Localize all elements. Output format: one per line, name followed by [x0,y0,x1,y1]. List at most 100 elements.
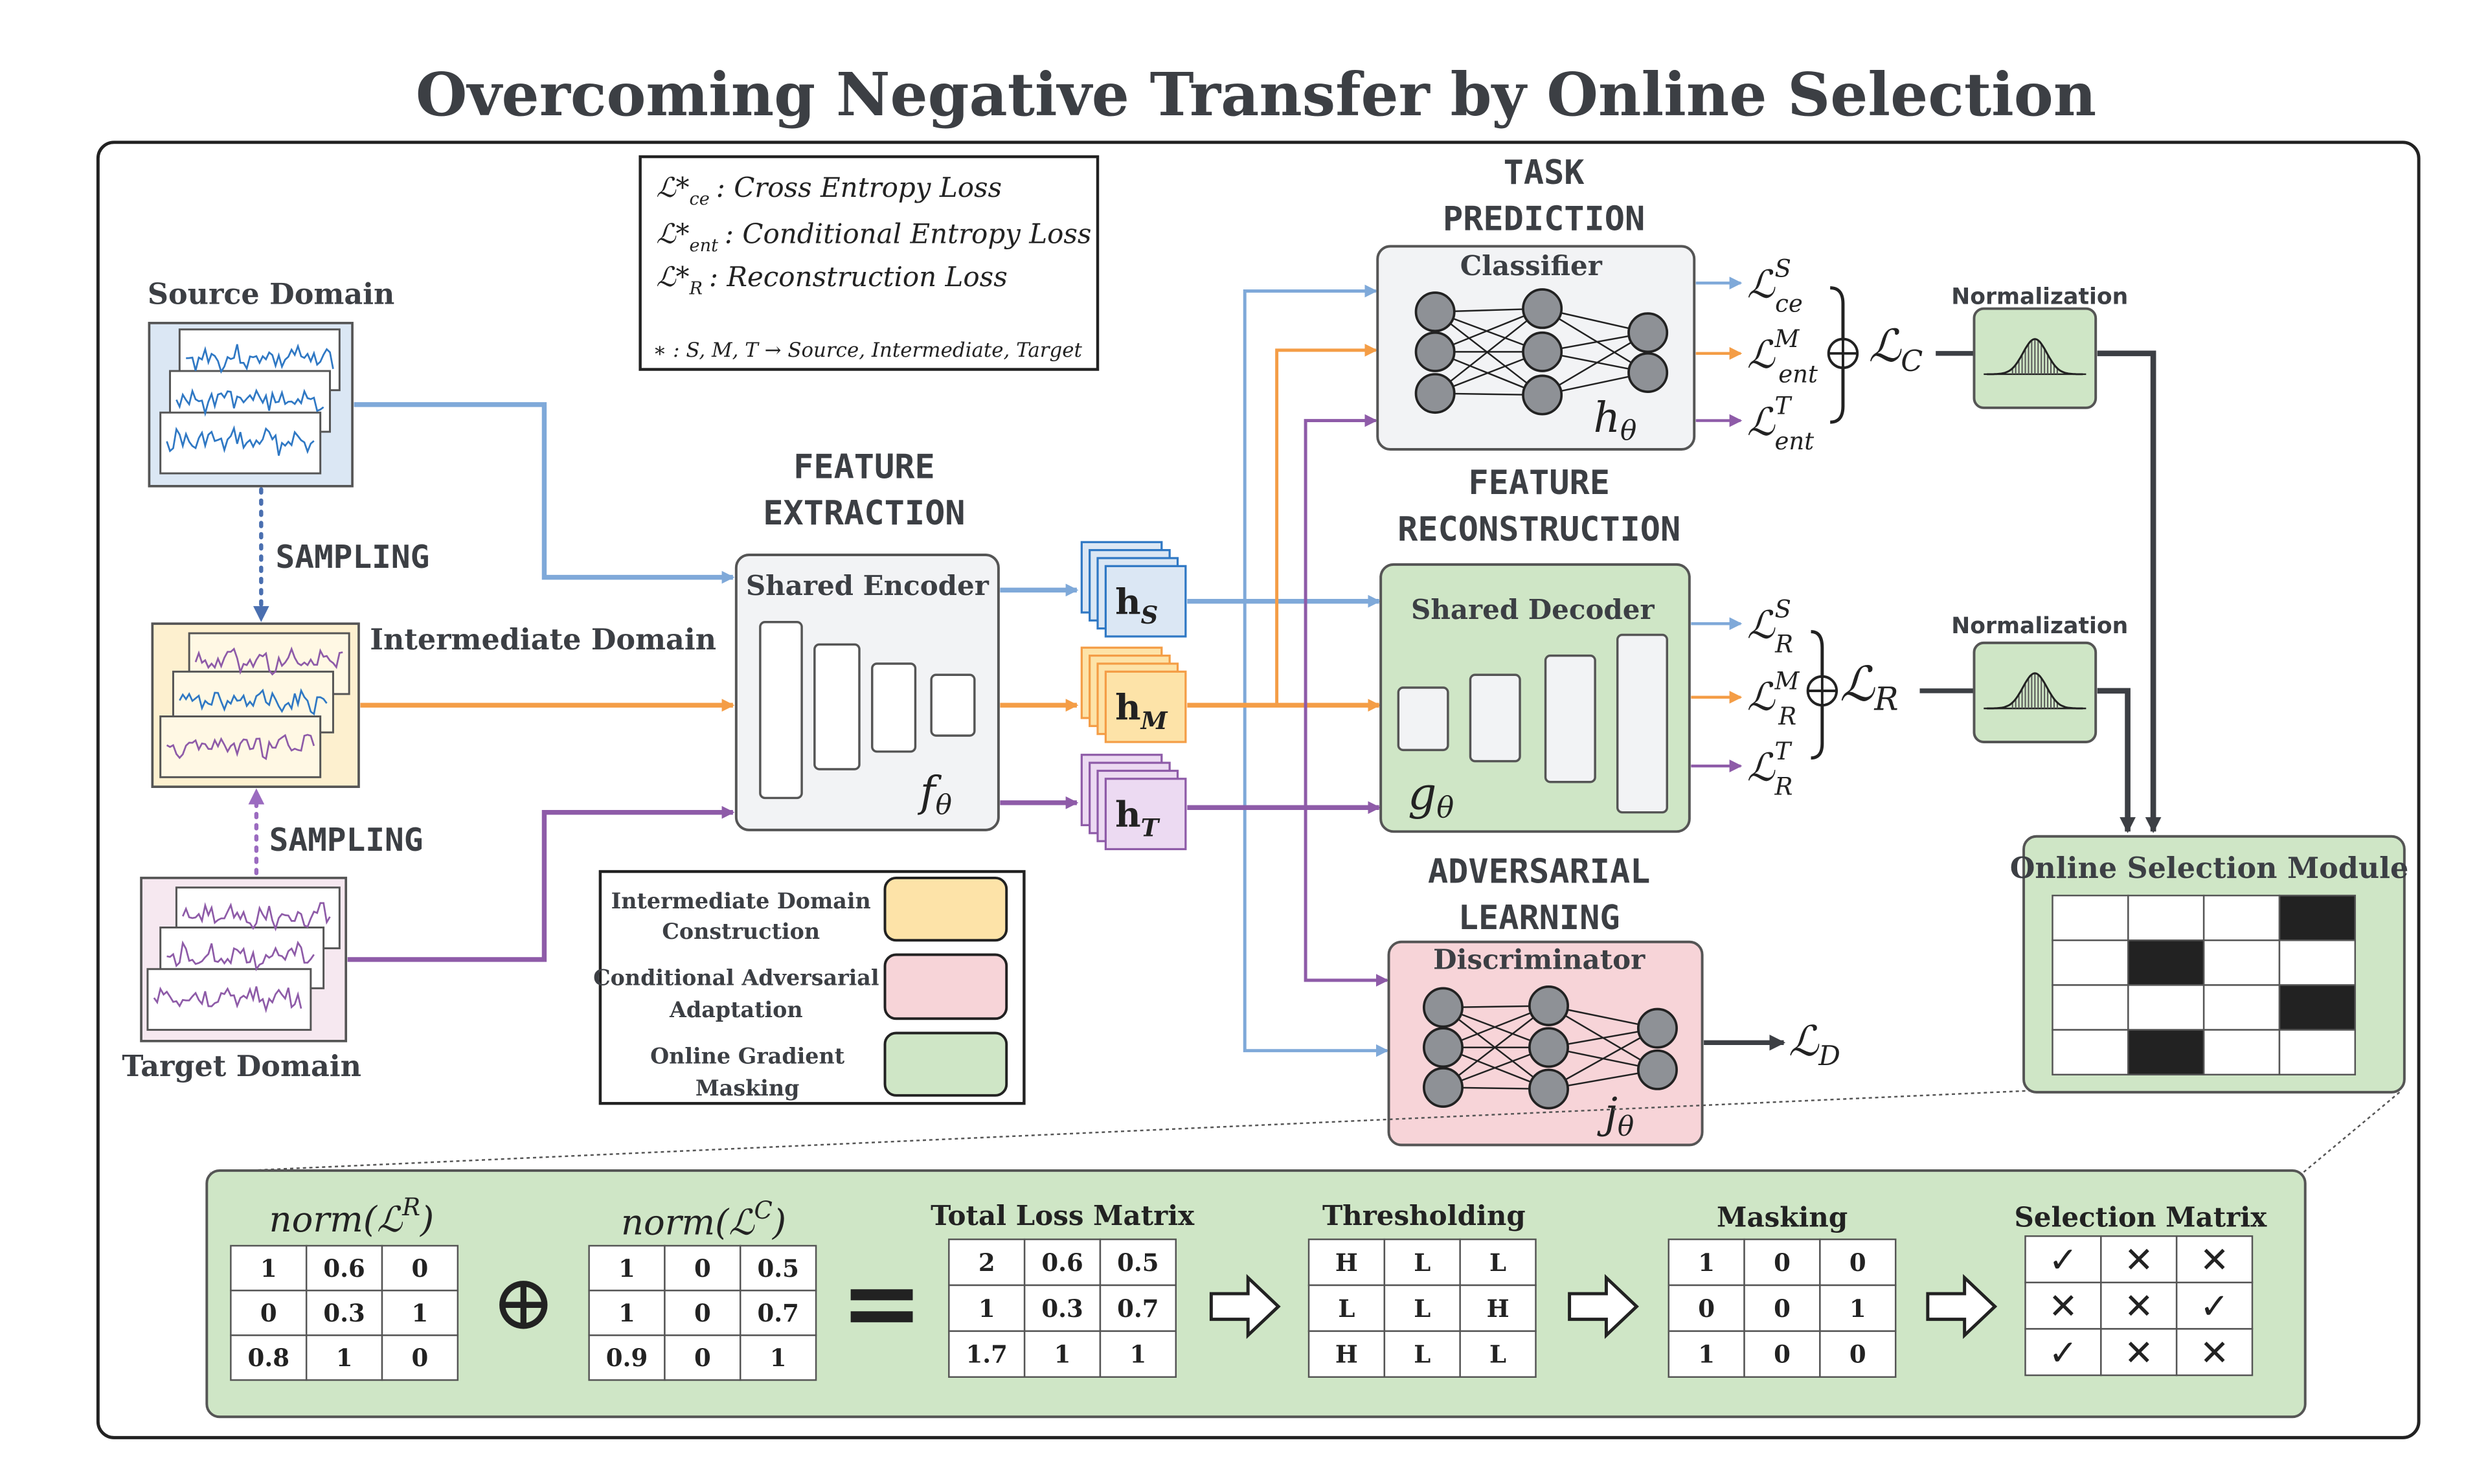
network-node [1423,1066,1464,1108]
svg-text:ℒR: ℒR [1840,657,1899,718]
loss-r-s-sup: S [1774,595,1791,623]
intermediate-signal-wave [179,688,328,716]
legend-r-text: : Reconstruction Loss [709,261,1008,293]
selection-cell [2127,1029,2205,1075]
intermediate-signal-wave [166,734,315,761]
target-signal-wave [182,902,331,932]
loss-c-sub: C [1901,345,1923,378]
table-cell-value: 1 [618,1299,635,1327]
legend-item-2-line2: Adaptation [669,997,803,1022]
table-cell [1459,1330,1537,1378]
legend-ce-sub: ce [690,189,710,209]
color-legend: Intermediate Domain Construction Conditi… [593,870,1026,1105]
legend-item-1-line1: Intermediate Domain [611,888,871,914]
legend-ce-text: : Cross Entropy Loss [716,172,1002,203]
table-cell-value: 0.6 [1041,1248,1083,1277]
sampling-top-label: SAMPLING [276,538,430,576]
table-cell-value: 1 [412,1299,429,1327]
feature-ht: hT [1080,754,1187,851]
table-cell [2024,1328,2102,1377]
table-cell [740,1334,817,1381]
network-node [1528,985,1569,1027]
oplus-r [1806,675,1838,707]
loss-ent-t-sup: T [1774,392,1792,420]
table-cell-value: L [1338,1294,1355,1323]
table-cell-value: ✓ [2048,1332,2078,1373]
svg-text:hM: hM [1115,686,1168,735]
table-cell-value: 0 [1774,1248,1791,1277]
svg-text:ℒ*ce: Cross Entropy Loss: ℒ*ce : Cross Entropy Loss [656,172,1002,209]
hm-route-classifier [1275,344,1378,706]
table-cell-value: L [1489,1248,1506,1277]
table-cell-value: 0 [412,1254,429,1283]
svg-text:ℒTR: ℒTR [1747,737,1793,800]
loss-ent-m-sub: ent [1778,360,1818,388]
selection-cell [2127,894,2205,941]
table-cell-value: 0.5 [1117,1248,1159,1277]
target-domain-stack [140,877,348,1042]
ht-route-classifier [1304,414,1378,808]
zoom-line-left [210,1090,2032,1173]
legend-swatch-pink [883,953,1008,1020]
loss-legend: ℒ*ce: Cross Entropy Loss ℒ*ent: Conditio… [639,155,1100,371]
online-selection-title: Online Selection Module [2010,851,2409,885]
target-to-encoder-arrow [347,805,735,962]
table-cell [588,1334,666,1381]
classifier-fn: h [1594,394,1620,442]
hs-label: h [1115,581,1141,622]
table-cell [1819,1330,1897,1378]
loss-r-sub: R [1873,680,1898,718]
svg-text:gθ: gθ [1408,769,1454,824]
table-cell-value: 0 [260,1299,277,1327]
table-cell [381,1244,459,1292]
feature-extraction-header-2: EXTRACTION [763,494,965,533]
table-cell-value: 0 [1849,1248,1866,1277]
selection-cell [2127,939,2205,986]
table-cell-value: 0.7 [757,1299,798,1327]
loss-ce-s-sub: ce [1775,290,1803,318]
discriminator-label: Discriminator [1433,944,1645,976]
network-node [1522,374,1563,416]
recon-header-1: FEATURE [1468,464,1610,502]
loss-r-s-sub: R [1774,631,1793,658]
network-node [1414,373,1456,414]
selection-cell [2278,1029,2357,1075]
loss-ent-t-sub: ent [1774,427,1814,455]
task-header-2: PREDICTION [1443,200,1645,239]
intermediate-domain-stack [151,622,360,789]
table-cell-value: 2 [978,1248,995,1277]
table-cell [1307,1238,1386,1287]
discriminator: Discriminator jθ [1387,940,1704,1147]
selection-cell [2202,894,2281,941]
loss-r-m: ℒ [1747,675,1776,719]
svg-text:hS: hS [1115,581,1158,629]
table-cell-value: 1 [336,1343,353,1372]
table-cell-value: ✕ [2124,1332,2154,1373]
legend-item-3-line2: Masking [696,1075,800,1101]
hollow-arrow-icon [1568,1274,1639,1340]
normalization-bottom-label: Normalization [1951,613,2128,639]
legend-ce-symbol: ℒ* [656,172,689,203]
table-cell [2175,1235,2254,1284]
decoder-fn: g [1408,769,1436,820]
feature-hs: hS [1080,541,1187,638]
network-edge [1442,1005,1550,1088]
table-cell-value: 0.9 [606,1343,648,1372]
adv-header-2: LEARNING [1458,899,1620,938]
table-cell-value: 1 [1698,1248,1715,1277]
loss-ce-s-sup: S [1774,254,1791,282]
legend-swatch-green [883,1031,1008,1097]
source-signal-wave [166,425,315,456]
selection-cell [2278,894,2357,941]
loss-ce-s: ℒ [1747,262,1776,306]
svg-text:ℒD: ℒD [1789,1017,1840,1072]
table-cell-value: 1 [618,1254,635,1283]
network-node [1636,1007,1678,1049]
norm-r-sup: R [401,1193,420,1221]
table-cell [2024,1235,2102,1284]
oplus-c [1827,337,1859,370]
